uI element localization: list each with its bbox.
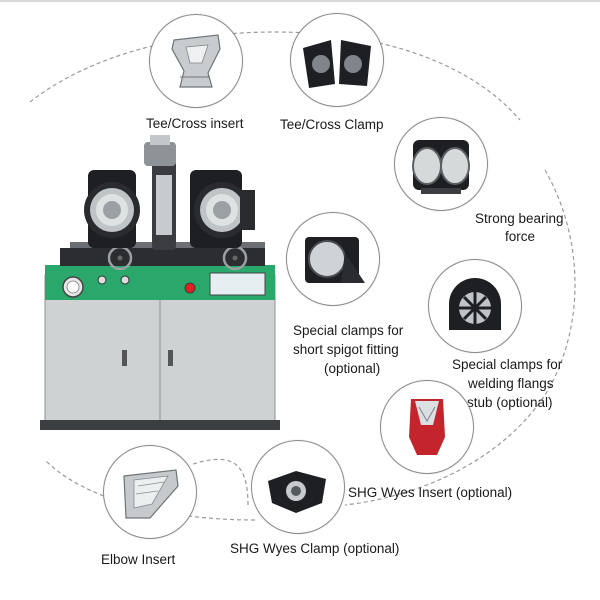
elbow-insert-bubble (103, 445, 197, 539)
bearing-clamp-image (412, 140, 470, 194)
shg-wyes-clamp-label: SHG Wyes Clamp (optional) (230, 541, 400, 556)
flange-stub-bubble (428, 259, 522, 353)
spigot-clamp-bubble (286, 212, 380, 306)
tee-cross-clamp-image (303, 40, 371, 88)
strong-bearing-label-line1: Strong bearing (475, 211, 564, 226)
spigot-label-line1: Special clamps for (293, 323, 404, 338)
strong-bearing-bubble (394, 117, 488, 211)
elbow-insert-image (123, 469, 179, 519)
spigot-label-line2: short spigot fitting (293, 342, 399, 357)
shg-wyes-insert-image (409, 399, 445, 455)
flange-label-line2: welding flangs (468, 376, 554, 391)
flange-label-line1: Special clamps for (452, 357, 563, 372)
tee-cross-insert-bubble (149, 14, 243, 108)
strong-bearing-label-line2: force (505, 229, 536, 244)
elbow-insert-label: Elbow Insert (101, 552, 176, 567)
welding-machine-image (40, 135, 280, 430)
top-divider (0, 0, 600, 2)
shg-wyes-insert-bubble (380, 380, 474, 474)
shg-wyes-clamp-bubble (251, 440, 345, 534)
tee-cross-clamp-label: Tee/Cross Clamp (280, 117, 384, 132)
flange-label-line3: stub (optional) (467, 395, 553, 410)
tee-cross-insert-image (171, 34, 221, 88)
flange-stub-image (449, 278, 501, 330)
tee-cross-insert-label: Tee/Cross insert (146, 116, 244, 131)
spigot-clamp-image (305, 237, 365, 283)
shg-wyes-insert-label: SHG Wyes Insert (optional) (348, 485, 513, 500)
spigot-label-line3: (optional) (324, 361, 381, 376)
shg-wyes-clamp-image (268, 471, 326, 513)
tee-cross-clamp-bubble (290, 13, 384, 107)
